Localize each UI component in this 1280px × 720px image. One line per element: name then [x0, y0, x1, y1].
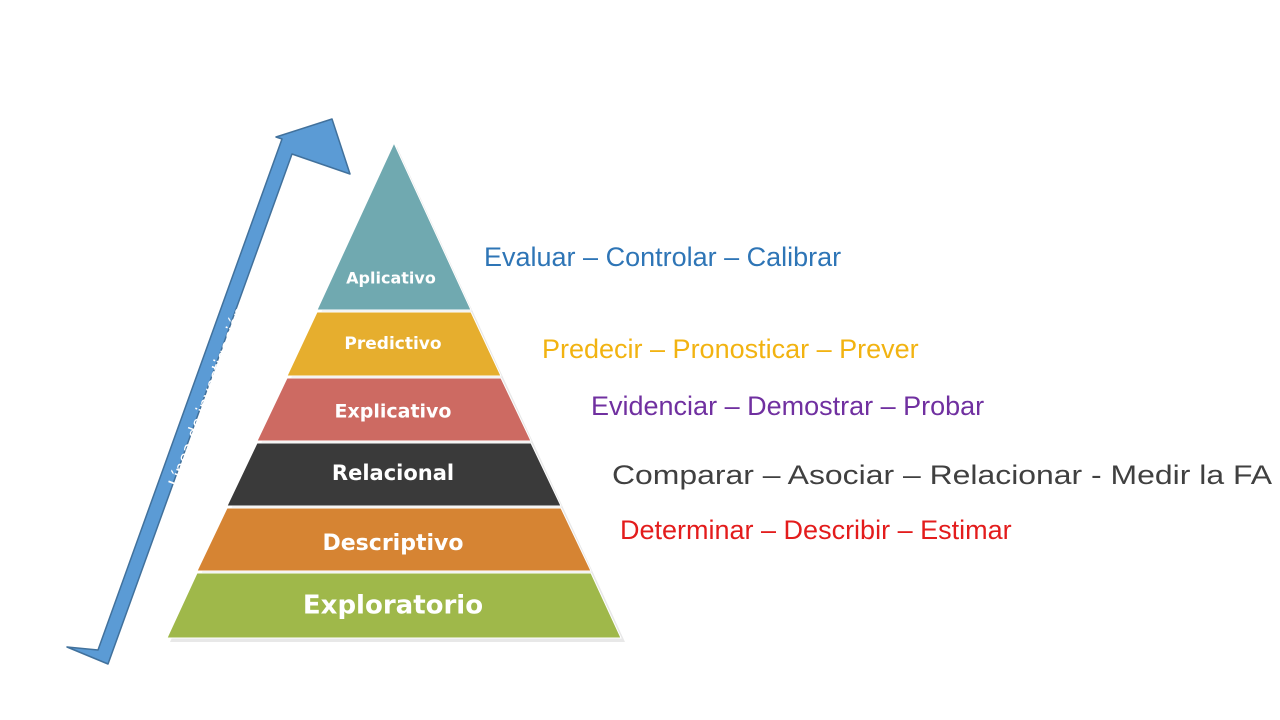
level-predictivo — [286, 311, 502, 377]
level-label-predictivo: Predictivo — [344, 334, 441, 354]
verbs-relacional: Comparar – Asociar – Relacionar - Medir … — [612, 460, 1272, 490]
level-explicativo — [256, 377, 532, 442]
level-exploratorio — [166, 572, 622, 639]
level-label-exploratorio: Exploratorio — [303, 591, 483, 621]
level-verbs: Evaluar – Controlar – Calibrar Predecir … — [484, 242, 1272, 545]
verbs-aplicativo: Evaluar – Controlar – Calibrar — [484, 242, 841, 272]
arrow-label: Línea de investigación — [165, 304, 250, 490]
level-aplicativo — [316, 141, 472, 311]
research-levels-pyramid: Aplicativo Predictivo Explicativo Relaci… — [166, 141, 625, 642]
level-label-explicativo: Explicativo — [335, 401, 452, 423]
verbs-explicativo: Evidenciar – Demostrar – Probar — [591, 391, 984, 421]
level-label-relacional: Relacional — [332, 461, 454, 485]
level-label-descriptivo: Descriptivo — [323, 531, 464, 556]
level-descriptivo — [196, 507, 592, 572]
arrow-shape — [66, 118, 351, 665]
level-label-aplicativo: Aplicativo — [346, 269, 436, 288]
level-relacional — [226, 442, 562, 507]
verbs-predictivo: Predecir – Pronosticar – Prever — [542, 334, 919, 364]
verbs-descriptivo: Determinar – Describir – Estimar — [620, 515, 1012, 545]
